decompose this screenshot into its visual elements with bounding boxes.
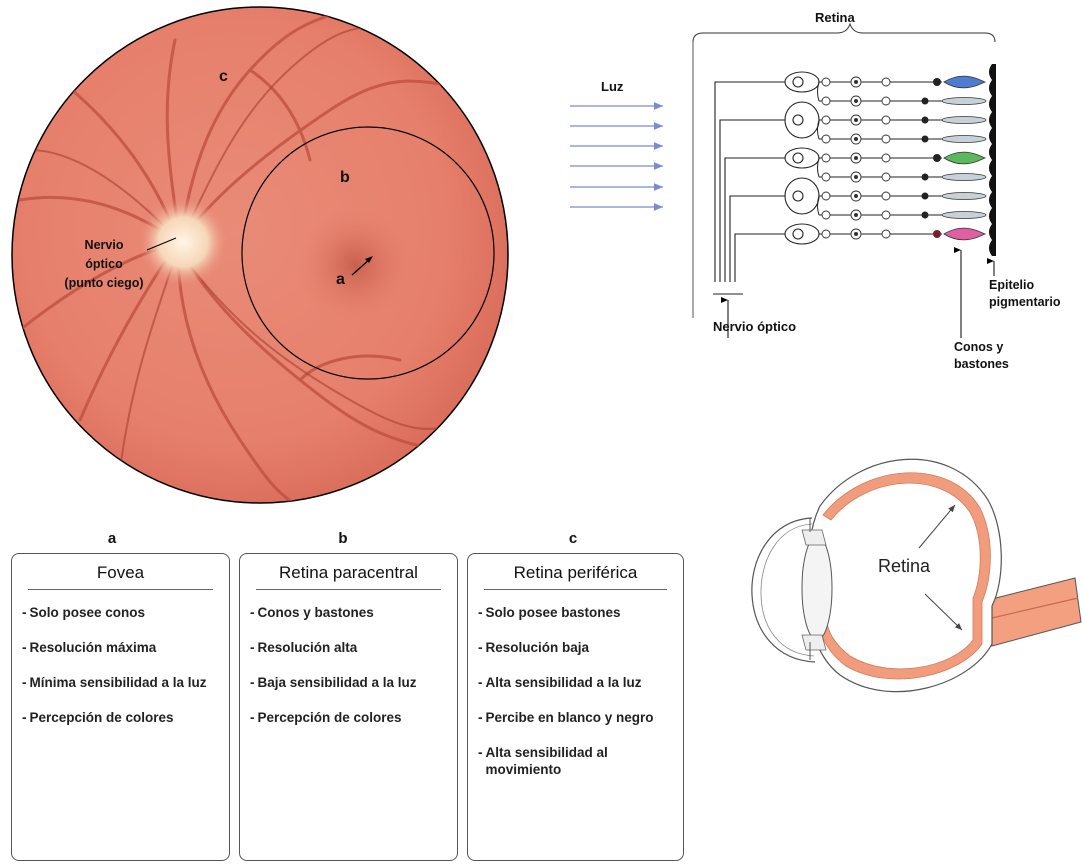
region-label-b: b: [340, 169, 350, 187]
box-letter-b: b: [323, 530, 363, 547]
optic-nerve-label: Nervio óptico (punto ciego): [44, 236, 164, 293]
list-item: -Percepción de colores: [22, 709, 219, 726]
rod: [942, 136, 986, 143]
list-item: -Alta sensibilidad al movimiento: [478, 744, 673, 778]
fovea-list: -Solo posee conos -Resolución máxima -Mí…: [22, 604, 219, 726]
list-item: -Solo posee bastones: [478, 604, 673, 621]
pigment-epithelium: [989, 64, 996, 256]
cone-blue: [944, 76, 985, 88]
retina-brace: [693, 24, 995, 42]
list-item: -Percepción de colores: [250, 709, 447, 726]
box-letter-a: a: [92, 530, 132, 547]
cone-green: [944, 152, 985, 164]
region-label-a: a: [336, 271, 345, 289]
rod: [942, 98, 986, 105]
retina-title: Retina: [815, 10, 855, 25]
photoreceptor-rows: [818, 82, 943, 234]
list-item: -Solo posee conos: [22, 604, 219, 621]
neural-wiring: [713, 72, 819, 294]
list-item: -Resolución baja: [478, 639, 673, 656]
list-item: -Alta sensibilidad a la luz: [478, 674, 673, 691]
lens: [802, 536, 832, 640]
rod: [942, 174, 986, 181]
fovea-box: Fovea -Solo posee conos -Resolución máxi…: [11, 553, 230, 861]
list-item: -Resolución alta: [250, 639, 447, 656]
list-item: -Conos y bastones: [250, 604, 447, 621]
rods-and-cones: [942, 76, 986, 240]
receptors-label: Conos y bastones: [954, 339, 1009, 373]
rod: [942, 212, 986, 219]
box-letter-c: c: [553, 530, 593, 547]
peripheral-box: Retina periférica -Solo posee bastones -…: [467, 553, 684, 861]
list-item: -Percibe en blanco y negro: [478, 709, 673, 726]
list-item: -Resolución máxima: [22, 639, 219, 656]
peripheral-list: -Solo posee bastones -Resolución baja -A…: [478, 604, 673, 778]
paracentral-list: -Conos y bastones -Resolución alta -Baja…: [250, 604, 447, 726]
optic-nerve-label-2: Nervio óptico: [713, 319, 796, 334]
rod: [942, 193, 986, 200]
paracentral-box: Retina paracentral -Conos y bastones -Re…: [239, 553, 458, 861]
cone-red: [944, 228, 985, 240]
list-item: -Mínima sensibilidad a la luz: [22, 674, 219, 691]
box-title: Fovea: [28, 560, 213, 590]
eye-retina-label: Retina: [878, 556, 930, 577]
light-label: Luz: [601, 79, 623, 94]
box-title: Retina periférica: [484, 560, 667, 590]
list-item: -Baja sensibilidad a la luz: [250, 674, 447, 691]
region-label-c: c: [219, 68, 228, 86]
pigment-epithelium-label: Epitelio pigmentario: [989, 277, 1061, 311]
rod: [942, 117, 986, 124]
box-title: Retina paracentral: [256, 560, 441, 590]
light-arrows: [570, 106, 663, 207]
optic-nerve: [988, 578, 1081, 646]
